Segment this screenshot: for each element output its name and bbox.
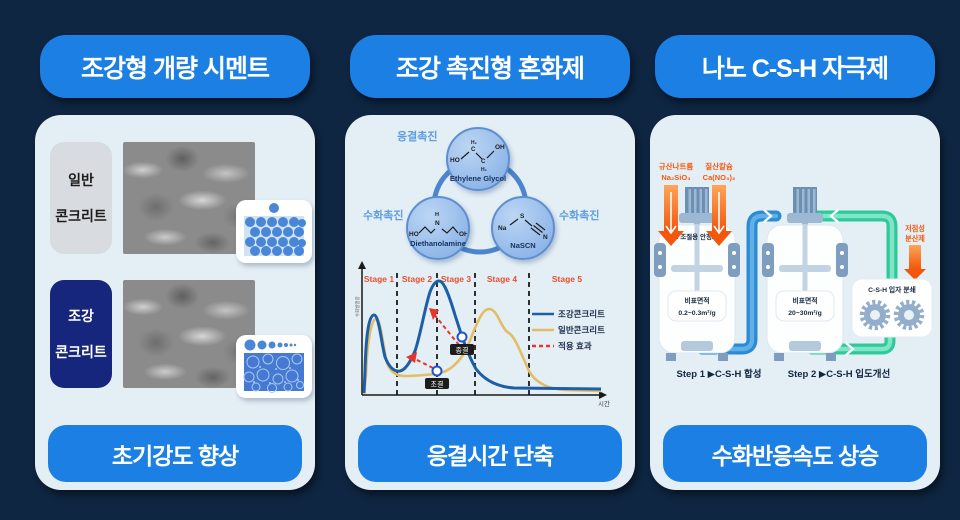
reactor-vessel-1: Ph 조절용 안정화제 비표면적 0.2~0.3m²/g <box>654 187 740 361</box>
csh-process-diagram: Ph 조절용 안정화제 비표면적 0.2~0.3m²/g <box>654 161 933 380</box>
ethylene-glycol-structure: HO H₂ C C H₂ OH <box>450 140 505 173</box>
stage-5-label: Stage 5 <box>552 274 583 284</box>
atom-h: H <box>435 212 439 218</box>
surface-area-badge-2-value: 20~30m²/g <box>788 310 821 317</box>
nascn-structure: Na S N <box>498 213 548 241</box>
title-accelerating-admixture: 조강 촉진형 혼화제 <box>350 35 630 98</box>
atom-oh2: OH <box>459 231 467 238</box>
microstructure-icon-normal <box>236 200 312 263</box>
initial-set-marker <box>431 365 443 377</box>
step-2-caption: Step 2 ▶C-S-H 입도개선 <box>788 368 890 380</box>
molecule-name-nascn: NaSCN <box>510 240 536 250</box>
atom-n: N <box>435 220 440 227</box>
legend-normal-concrete: 일반콘크리트 <box>558 325 605 335</box>
chart-legend: 조강콘크리트 일반콘크리트 적용 효과 <box>532 309 605 351</box>
dense-particles-icon <box>243 339 304 393</box>
sodium-silicate-formula: Na₂SiO₃ <box>661 173 691 182</box>
calcium-nitrate-formula: Ca(NO₃)₂ <box>703 173 736 182</box>
sodium-silicate-input: 규산나트륨 Na₂SiO₃ <box>658 161 693 246</box>
molecule-nascn: Na S N NaSCN <box>491 196 555 260</box>
molecule-diethanolamine: H N HO OH Diethanolamine <box>406 196 470 260</box>
diethanolamine-structure: H N HO OH <box>409 212 467 238</box>
atom-ho: HO <box>450 157 460 164</box>
footer-initial-strength: 초기강도 향상 <box>48 425 302 482</box>
molecule-name-diethanolamine: Diethanolamine <box>410 238 466 248</box>
tag-hydration-acceleration-left: 수화촉진 <box>363 210 404 222</box>
atom-s: S <box>520 213 525 220</box>
atom-ho2: HO <box>409 231 419 238</box>
sem-image-normal-concrete <box>123 142 255 254</box>
initial-set-label: 초결 <box>431 380 444 389</box>
final-set-marker <box>456 331 468 343</box>
setting-time-chart: 수화발열량 시간 Stage 1 Stage 2 Stage 3 Stage 4… <box>355 261 610 408</box>
stage-2-label: Stage 2 <box>402 274 433 284</box>
dispersant-line2: 분산제 <box>905 234 925 243</box>
effect-arrowhead-2 <box>429 308 439 320</box>
title-early-strength-cement: 조강형 개량 시멘트 <box>40 35 310 98</box>
atom-h2a: H₂ <box>471 140 477 146</box>
footer-hydration-rate: 수화반응속도 상승 <box>663 425 927 482</box>
stage-1-label: Stage 1 <box>364 274 395 284</box>
x-axis-label: 시간 <box>598 399 610 408</box>
grinder-card: C-S-H 입자 분쇄 <box>851 278 933 338</box>
calcium-nitrate-input: 질산칼슘 Ca(NO₃)₂ <box>703 161 736 246</box>
admixture-panel-body: 응결촉진 수화촉진 수화촉진 HO H₂ C C H₂ OH Ethylene … <box>345 115 635 490</box>
label-normal-line1: 일반 <box>68 172 94 188</box>
atom-na: Na <box>498 225 507 232</box>
atom-h2b: H₂ <box>481 167 487 173</box>
molecule-ethylene-glycol: HO H₂ C C H₂ OH Ethylene Glycol <box>446 127 510 191</box>
y-axis-label: 수화발열량 <box>355 296 361 317</box>
grinder-label: C-S-H 입자 분쇄 <box>868 285 916 294</box>
legend-effect: 적용 효과 <box>558 341 592 351</box>
legend-early-concrete: 조강콘크리트 <box>558 309 605 319</box>
title-nano-csh: 나노 C-S-H 자극제 <box>655 35 935 98</box>
final-set-label: 종결 <box>456 346 469 355</box>
atom-oh: OH <box>495 144 505 151</box>
atom-c1: C <box>471 147 476 153</box>
stabilizer-label: Ph 조절용 안정화제 <box>670 232 724 241</box>
loose-particles-icon <box>244 203 306 256</box>
gear-icon <box>859 299 891 331</box>
calcium-nitrate-name: 질산칼슘 <box>705 161 733 171</box>
surface-area-badge-1-value: 0.2~0.3m²/g <box>678 310 715 317</box>
nano-csh-panel-body: Ph 조절용 안정화제 비표면적 0.2~0.3m²/g <box>650 115 940 490</box>
dispersant-line1: 저점성 <box>905 224 925 233</box>
sem-image-early-concrete <box>123 280 255 388</box>
tag-hydration-acceleration-right: 수화촉진 <box>559 210 600 222</box>
atom-c2: C <box>481 159 486 165</box>
label-early-line1: 조강 <box>68 308 94 324</box>
normal-concrete-curve <box>362 307 602 395</box>
dispersant-input: 저점성 분산제 <box>904 224 926 280</box>
tag-setting-acceleration: 응결촉진 <box>397 131 438 143</box>
step-1-caption: Step 1 ▶C-S-H 합성 <box>677 368 762 380</box>
surface-area-badge-1-title: 비표면적 <box>684 296 709 305</box>
gear-icon <box>893 299 925 331</box>
microstructure-icon-early <box>236 335 312 398</box>
sodium-silicate-name: 규산나트륨 <box>659 161 694 171</box>
label-normal-line2: 콘크리트 <box>55 208 107 224</box>
surface-area-badge-2-title: 비표면적 <box>792 296 817 305</box>
reactor-vessel-2: 비표면적 20~30m²/g <box>762 187 848 361</box>
footer-setting-time: 응결시간 단축 <box>358 425 622 482</box>
label-normal-concrete: 일반 콘크리트 <box>50 142 112 254</box>
atom-n2: N <box>543 234 548 241</box>
molecule-name-ethylene-glycol: Ethylene Glycol <box>449 173 507 183</box>
stage-4-label: Stage 4 <box>487 274 518 284</box>
green-recirculation-pipe <box>806 209 898 356</box>
label-early-line2: 콘크리트 <box>55 344 107 360</box>
cement-panel-body: 일반 콘크리트 조강 콘크리트 <box>35 115 315 490</box>
stage-3-label: Stage 3 <box>441 274 472 284</box>
label-early-concrete: 조강 콘크리트 <box>50 280 112 388</box>
effect-arrowhead-1 <box>406 352 417 363</box>
